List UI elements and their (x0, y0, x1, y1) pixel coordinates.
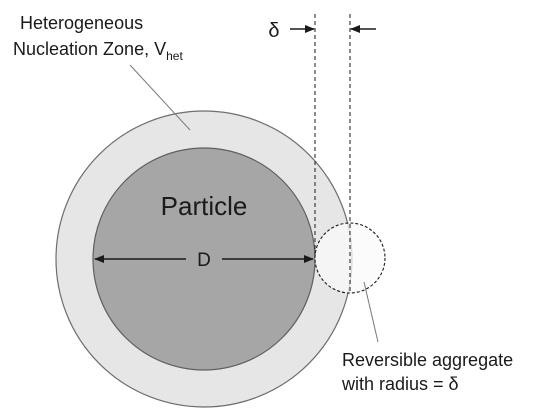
particle-circle (92, 147, 316, 371)
zone-leader-line (129, 64, 191, 131)
particle-label: Particle (161, 191, 248, 221)
aggregate-label-line2: with radius = δ (341, 374, 459, 394)
zone-label-main: Nucleation Zone, V (13, 39, 166, 59)
zone-label-line1: Heterogeneous (20, 13, 143, 33)
zone-label-subscript: het (166, 49, 183, 63)
delta-label: δ (268, 20, 279, 42)
aggregate-label-line1: Reversible aggregate (342, 350, 513, 370)
diameter-label: D (197, 250, 211, 271)
zone-label-line2: Nucleation Zone, Vhet (13, 39, 183, 63)
aggregate-circle (314, 222, 386, 294)
aggregate-leader-line (363, 281, 379, 343)
